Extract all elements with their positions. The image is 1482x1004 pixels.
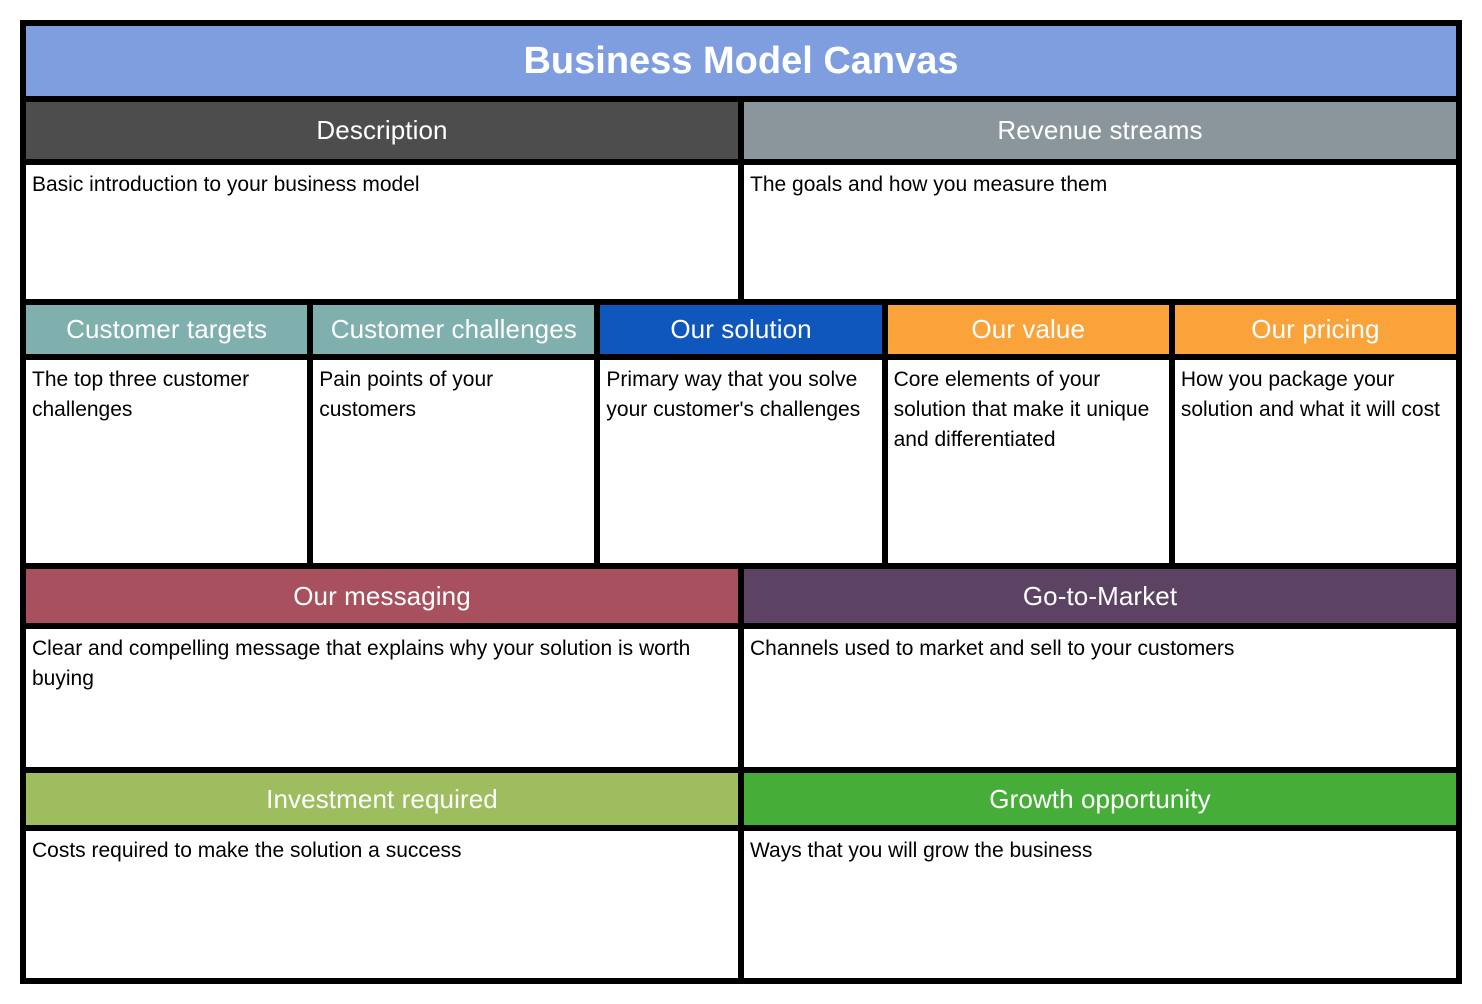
canvas-title-row: Business Model Canvas (23, 23, 1459, 99)
investment-header-row: Investment required Growth opportunity (23, 770, 1459, 828)
section-header-description[interactable]: Description (23, 99, 741, 162)
section-body-investment-required[interactable]: Costs required to make the solution a su… (23, 828, 741, 981)
section-body-growth-opportunity[interactable]: Ways that you will grow the business (741, 828, 1459, 981)
section-header-our-solution[interactable]: Our solution (597, 302, 885, 357)
page-title: Business Model Canvas (23, 23, 1459, 99)
section-header-customer-challenges[interactable]: Customer challenges (310, 302, 598, 357)
section-body-customer-challenges[interactable]: Pain points of your customers (310, 357, 598, 566)
section-header-our-value[interactable]: Our value (884, 302, 1172, 357)
section-body-customer-targets[interactable]: The top three customer challenges (23, 357, 311, 566)
messaging-body-row: Clear and compelling message that explai… (23, 626, 1459, 770)
section-body-our-messaging[interactable]: Clear and compelling message that explai… (23, 626, 741, 770)
section-header-growth-opportunity[interactable]: Growth opportunity (741, 770, 1459, 828)
section-body-revenue-streams[interactable]: The goals and how you measure them (741, 162, 1459, 302)
section-body-our-value[interactable]: Core elements of your solution that make… (884, 357, 1172, 566)
section-body-description[interactable]: Basic introduction to your business mode… (23, 162, 741, 302)
section-header-investment-required[interactable]: Investment required (23, 770, 741, 828)
section-body-our-pricing[interactable]: How you package your solution and what i… (1171, 357, 1460, 566)
section-header-go-to-market[interactable]: Go-to-Market (741, 566, 1459, 626)
section-header-revenue-streams[interactable]: Revenue streams (741, 99, 1459, 162)
section-header-our-messaging[interactable]: Our messaging (23, 566, 741, 626)
description-body-row: Basic introduction to your business mode… (23, 162, 1459, 302)
section-header-customer-targets[interactable]: Customer targets (23, 302, 311, 357)
section-body-our-solution[interactable]: Primary way that you solve your customer… (597, 357, 885, 566)
investment-body-row: Costs required to make the solution a su… (23, 828, 1459, 981)
business-model-canvas: Business Model Canvas Description Revenu… (20, 20, 1462, 984)
messaging-header-row: Our messaging Go-to-Market (23, 566, 1459, 626)
five-column-header-row: Customer targets Customer challenges Our… (23, 302, 1460, 357)
description-header-row: Description Revenue streams (23, 99, 1459, 162)
five-column-body-row: The top three customer challenges Pain p… (23, 357, 1460, 566)
section-header-our-pricing[interactable]: Our pricing (1171, 302, 1460, 357)
section-body-go-to-market[interactable]: Channels used to market and sell to your… (741, 626, 1459, 770)
